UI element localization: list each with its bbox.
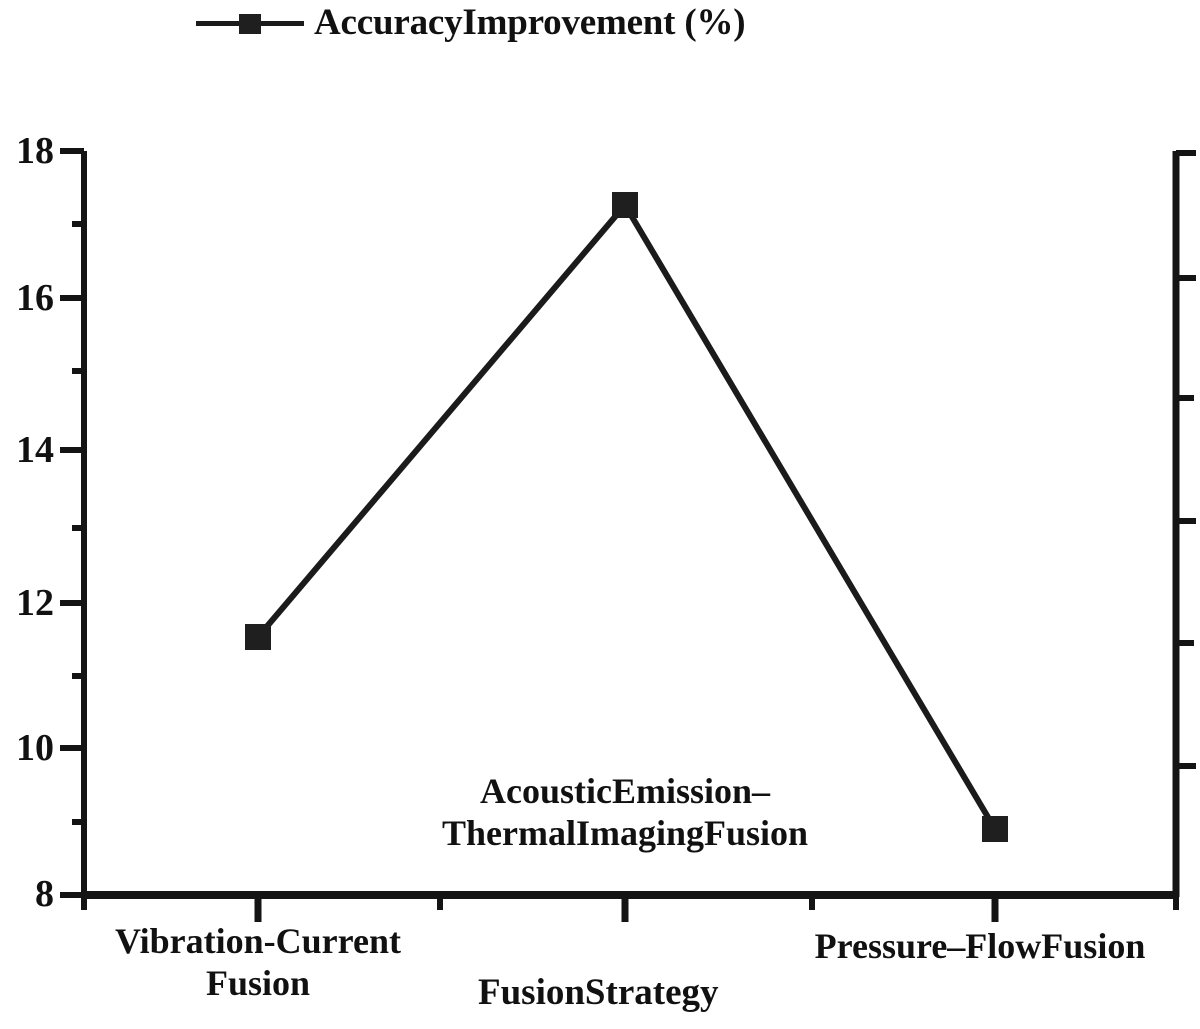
y-axis-minor-ticks [72, 221, 84, 825]
y-tick-label-14: 14 [16, 429, 54, 471]
x-tick-label-acoustic-emission-thermal-imaging-fusion: AcousticEmission– ThermalImagingFusion [385, 770, 865, 855]
y-tick-label-8: 8 [35, 873, 54, 915]
data-point-marker [612, 192, 638, 218]
x-tick-label-pressure-flow-fusion: Pressure–FlowFusion [760, 925, 1200, 967]
x-axis-title: FusionStrategy [478, 972, 719, 1013]
x-axis-major-ticks [254, 895, 999, 922]
x-tick-label-line: Fusion [205, 963, 311, 1004]
data-line-accuracy-improvement [255, 199, 998, 831]
y-tick-label-16: 16 [16, 277, 54, 319]
x-tick-label-line: Pressure–FlowFusion [814, 926, 1146, 966]
y-axis-mirror-ticks [1176, 150, 1196, 769]
y-tick-label-18: 18 [16, 130, 54, 172]
square-marker-icon [239, 14, 261, 34]
y-tick-label-12: 12 [16, 582, 54, 624]
data-point-marker [245, 624, 271, 650]
legend-swatch-accuracy-improvement [196, 8, 304, 38]
y-tick-label-10: 10 [16, 727, 54, 769]
legend-label-accuracy-improvement: AccuracyImprovement (%) [314, 2, 746, 43]
x-tick-label-line: Vibration-Current [115, 921, 401, 961]
x-axis-minor-ticks [81, 895, 1179, 910]
x-tick-label-line: ThermalImagingFusion [441, 813, 809, 854]
x-tick-label-vibration-current-fusion: Vibration-Current Fusion [58, 920, 458, 1005]
x-tick-label-line: AcousticEmission– [479, 771, 771, 811]
y-axis-major-ticks [60, 148, 84, 898]
data-point-marker [982, 816, 1008, 842]
chart-legend: AccuracyImprovement (%) [196, 2, 746, 44]
